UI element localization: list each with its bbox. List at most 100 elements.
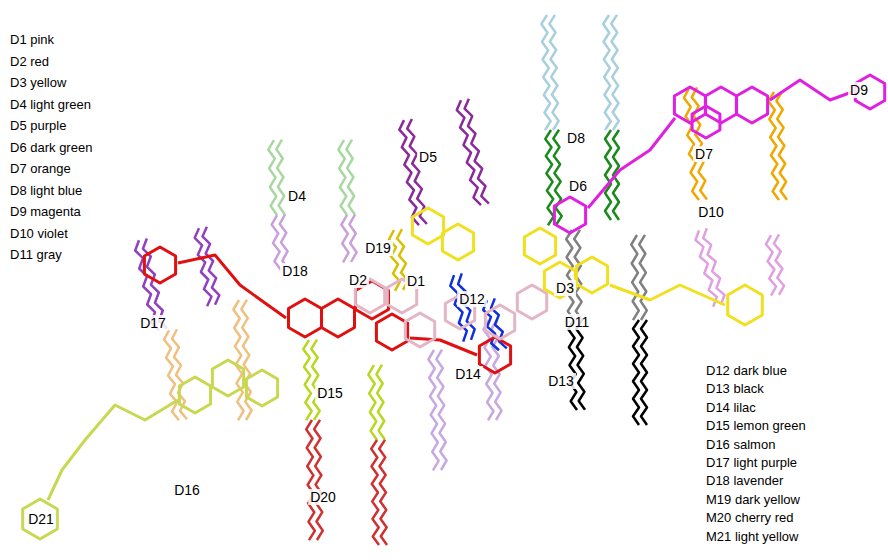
alkyl-chain	[610, 285, 725, 305]
aromatic-ring	[674, 87, 705, 123]
edge-on-molecule	[576, 320, 585, 410]
edge-on-molecule	[603, 15, 611, 130]
edge-on-molecule	[268, 140, 277, 215]
edge-on-molecule	[306, 420, 315, 540]
edge-on-molecule	[639, 235, 647, 320]
edge-on-molecule	[371, 440, 379, 545]
legend-entry: D4 light green	[10, 97, 91, 113]
legend-entry: D3 yellow	[10, 75, 66, 91]
molecule-label: D20	[308, 489, 338, 505]
aromatic-ring	[289, 299, 322, 337]
edge-on-molecule	[766, 235, 776, 296]
aromatic-ring	[554, 197, 585, 233]
legend-entry: M20 cherry red	[706, 510, 793, 526]
legend-entry: D7 orange	[10, 161, 71, 177]
aromatic-ring	[405, 313, 434, 347]
edge-on-molecule	[457, 100, 481, 205]
aromatic-ring	[517, 285, 546, 319]
legend-entry: D1 pink	[10, 32, 54, 48]
edge-on-molecule	[311, 340, 319, 420]
edge-on-molecule	[280, 215, 289, 270]
edge-on-molecule	[233, 300, 243, 420]
aromatic-ring	[23, 499, 58, 539]
molecule-label: D9	[848, 82, 870, 98]
edge-on-molecule	[341, 215, 348, 262]
legend-entry: D10 violet	[10, 226, 68, 242]
edge-on-molecule	[568, 320, 577, 410]
edge-on-molecule	[436, 350, 446, 470]
edge-on-molecule	[549, 15, 558, 130]
edge-on-molecule	[428, 350, 438, 470]
molecule-label: D19	[363, 240, 393, 256]
legend-entry: D13 black	[706, 381, 764, 397]
aromatic-ring	[736, 87, 767, 123]
edge-on-molecule	[768, 92, 779, 200]
legend-entry: D6 dark green	[10, 140, 92, 156]
molecule-label: D14	[453, 366, 483, 382]
molecule-label: D17	[138, 315, 168, 331]
legend-entry: D2 red	[10, 54, 49, 70]
edge-on-molecule	[368, 365, 377, 440]
molecule-label: D15	[315, 385, 345, 401]
molecule-label: D5	[417, 149, 439, 165]
edge-on-molecule	[605, 130, 611, 220]
edge-on-molecule	[303, 340, 311, 420]
edge-on-molecule	[241, 300, 251, 420]
molecule-label: D13	[546, 373, 576, 389]
legend-entry: D17 light purple	[706, 455, 797, 471]
aromatic-ring	[144, 247, 175, 283]
alkyl-chain	[178, 255, 286, 318]
edge-on-molecule	[641, 320, 647, 425]
edge-on-molecule	[379, 440, 387, 545]
aromatic-ring	[179, 377, 210, 413]
edge-on-molecule	[631, 235, 639, 320]
aromatic-ring	[376, 314, 407, 350]
aromatic-ring	[246, 370, 277, 406]
aromatic-ring	[322, 299, 355, 337]
molecule-label: D1	[405, 273, 427, 289]
molecule-label: D3	[554, 280, 576, 296]
edge-on-molecule	[276, 140, 285, 215]
edge-on-molecule	[450, 275, 467, 341]
molecule-label: D8	[565, 130, 587, 146]
edge-on-molecule	[195, 228, 212, 306]
molecule-label: D6	[567, 178, 589, 194]
molecule-label: D7	[693, 146, 715, 162]
alkyl-chain	[48, 400, 178, 500]
edge-on-molecule	[346, 140, 355, 215]
aromatic-ring	[524, 228, 555, 264]
aromatic-ring	[576, 257, 607, 293]
edge-on-molecule	[376, 365, 385, 440]
edge-on-molecule	[314, 420, 323, 540]
aromatic-ring	[412, 208, 443, 244]
edge-on-molecule	[399, 120, 419, 225]
aromatic-ring	[485, 305, 514, 339]
molecule-label: D12	[457, 291, 487, 307]
aromatic-ring	[212, 360, 243, 396]
legend-entry: M19 dark yellow	[706, 492, 800, 508]
legend-entry: D15 lemon green	[706, 418, 806, 434]
aromatic-ring	[442, 224, 473, 260]
legend-entry: D12 dark blue	[706, 363, 787, 379]
alkyl-chain	[588, 118, 675, 208]
legend-entry: D11 gray	[10, 247, 62, 263]
legend-entry: D14 lilac	[706, 400, 756, 416]
molecule-label: D2	[347, 272, 369, 288]
legend-entry: M21 light yellow	[706, 529, 799, 545]
molecule-label: D11	[563, 314, 592, 330]
alkyl-chain	[770, 80, 852, 100]
edge-on-molecule	[541, 15, 550, 130]
aromatic-ring	[479, 337, 510, 373]
edge-on-molecule	[545, 130, 553, 225]
molecule-label: D18	[280, 263, 310, 279]
aromatic-ring	[728, 285, 763, 325]
edge-on-molecule	[338, 140, 347, 215]
molecule-label: D21	[26, 511, 56, 527]
molecule-label: D16	[172, 482, 202, 498]
edge-on-molecule	[611, 15, 619, 130]
molecule-label: D10	[696, 204, 726, 220]
edge-on-molecule	[566, 230, 574, 320]
edge-on-molecule	[684, 88, 699, 200]
legend-entry: D8 light blue	[10, 183, 82, 199]
